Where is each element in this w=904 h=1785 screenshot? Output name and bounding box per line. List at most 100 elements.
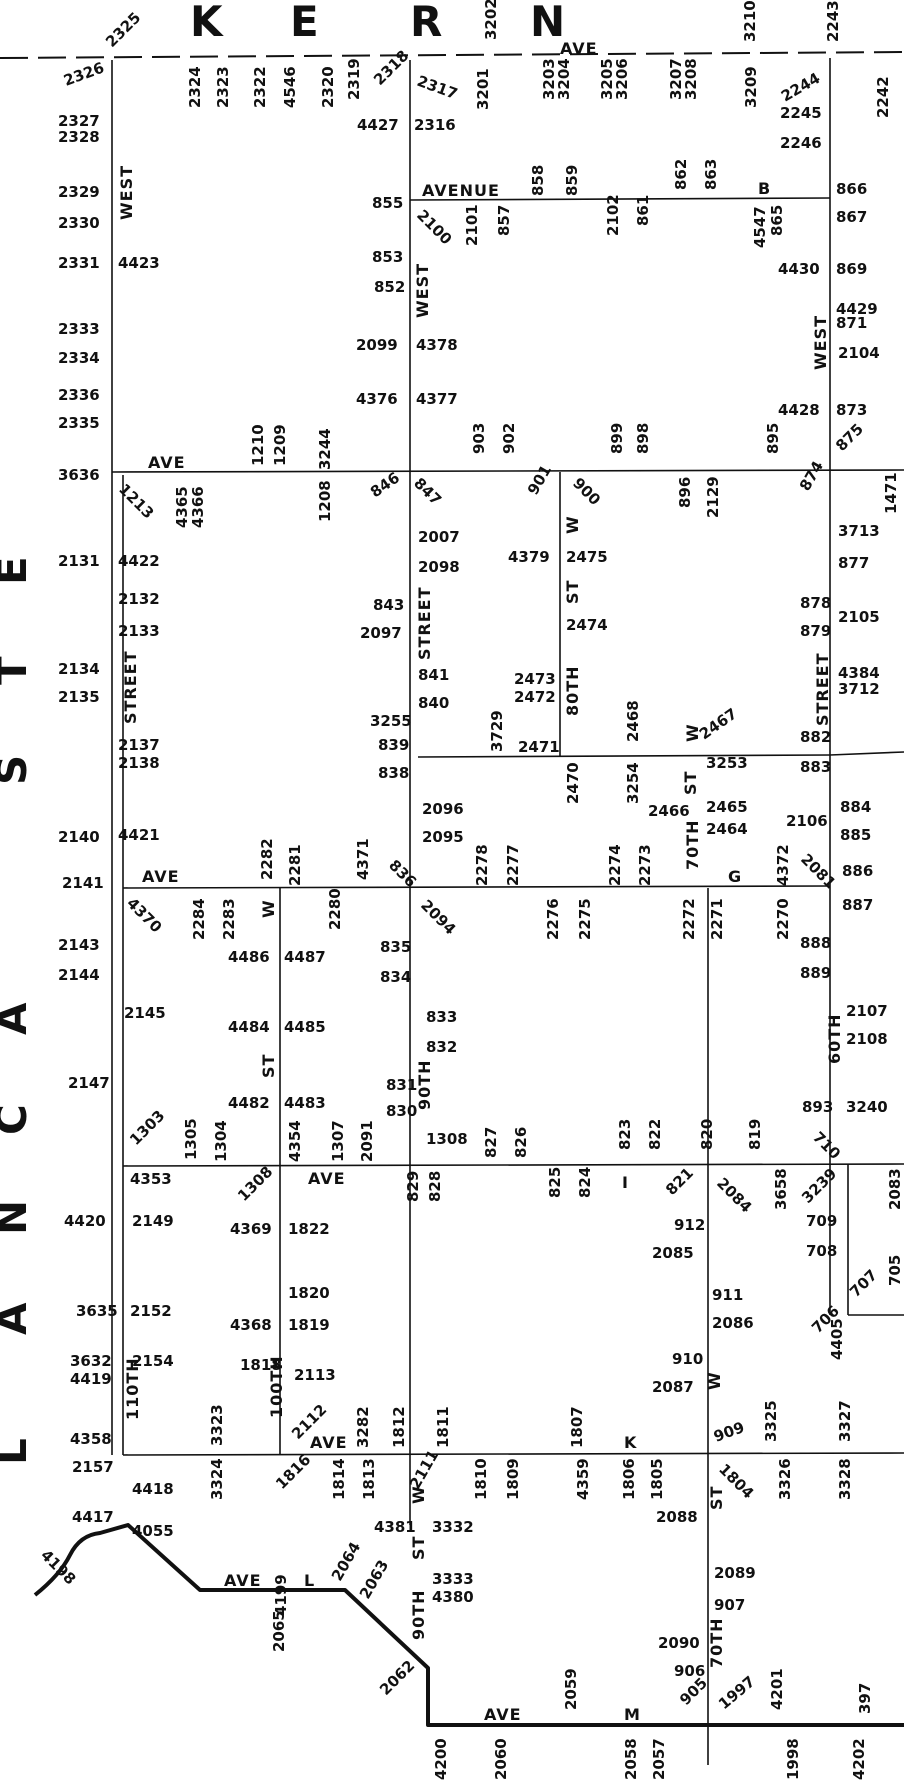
parcel-number: 2471 (518, 738, 560, 756)
ave-i-label: AVE (308, 1169, 346, 1188)
road-network (111, 58, 904, 1765)
parcel-number: 4358 (70, 1430, 112, 1448)
parcel-number: 2097 (360, 624, 402, 642)
100th-st-label: ST (259, 1054, 278, 1078)
parcel-number: 3282 (354, 1406, 372, 1448)
parcel-number: 705 (886, 1255, 904, 1286)
parcel-number: 3239 (798, 1165, 840, 1207)
parcel-number: 2465 (706, 798, 748, 816)
parcel-number: 1304 (212, 1120, 230, 1162)
parcel-number: 2473 (514, 670, 556, 688)
parcel-number: 893 (802, 1098, 833, 1116)
90th-w-label-2: W (409, 1485, 428, 1504)
parcel-number: 2106 (786, 812, 828, 830)
parcel-number: 4199 (272, 1574, 290, 1616)
parcel-number: 2135 (58, 688, 100, 706)
parcel-number: 3327 (836, 1400, 854, 1442)
parcel-number: 2246 (780, 134, 822, 152)
street-90-label: STREET (415, 586, 434, 660)
parcel-number: 2277 (504, 844, 522, 886)
parcel-number: 1308 (234, 1163, 276, 1205)
parcel-number: 3255 (370, 712, 412, 730)
parcel-number: 2320 (319, 66, 337, 108)
parcel-number: 4487 (284, 948, 326, 966)
parcel-number: 4486 (228, 948, 270, 966)
parcel-number: 4202 (850, 1738, 868, 1780)
parcel-number: 847 (410, 474, 445, 509)
parcel-number: 862 (672, 159, 690, 190)
parcel-number: 2324 (186, 66, 204, 108)
parcel-number: 836 (385, 856, 420, 891)
60th-label: 60TH (825, 1013, 844, 1064)
lancaster-letter-e: E (0, 556, 36, 585)
parcel-number: 2275 (576, 898, 594, 940)
parcel-number: 1818 (240, 1356, 282, 1374)
parcel-number: 857 (495, 205, 513, 236)
parcel-number: 828 (426, 1171, 444, 1202)
70th-st-label: ST (681, 771, 700, 795)
parcel-number: 4422 (118, 552, 160, 570)
70th-w-label-2: W (705, 1371, 724, 1390)
parcel-number: 2468 (624, 700, 642, 742)
parcel-number: 819 (746, 1119, 764, 1150)
parcel-number: 2133 (118, 622, 160, 640)
parcel-number: 2154 (132, 1352, 174, 1370)
parcel-number: 1820 (288, 1284, 330, 1302)
parcel-number: 1213 (115, 480, 157, 522)
parcel-number: 2274 (606, 844, 624, 886)
parcel-number: 2281 (286, 844, 304, 886)
80th-label: 80TH (563, 665, 582, 716)
80th-w-label: W (563, 515, 582, 534)
parcel-number: 2280 (326, 888, 344, 930)
parcel-number: 4482 (228, 1094, 270, 1112)
parcel-number: 2276 (544, 898, 562, 940)
parcel-number: 2282 (258, 838, 276, 880)
kern-letter-k: K (190, 0, 224, 46)
parcel-number: 2322 (251, 66, 269, 108)
parcel-number: 2131 (58, 552, 100, 570)
parcel-number: 2085 (652, 1244, 694, 1262)
parcel-number: 896 (676, 477, 694, 508)
110th-label: 110TH (123, 1357, 142, 1420)
parcel-number: 2466 (648, 802, 690, 820)
parcel-number: 2084 (713, 1174, 755, 1216)
parcel-number: 903 (470, 423, 488, 454)
parcel-number: 2144 (58, 966, 100, 984)
parcel-number: 2273 (636, 844, 654, 886)
parcel-number: 3203 (540, 58, 558, 100)
parcel-number: 2318 (370, 47, 412, 89)
parcel-number: 3658 (772, 1168, 790, 1210)
parcel-number: 2245 (780, 104, 822, 122)
parcel-number: 900 (569, 474, 604, 509)
parcel-number: 3328 (836, 1458, 854, 1500)
parcel-number: 1997 (715, 1672, 759, 1713)
parcel-number: 833 (426, 1008, 457, 1026)
parcel-number: 1303 (126, 1107, 168, 1149)
parcel-number: 2270 (774, 898, 792, 940)
parcel-number: 3207 (667, 58, 685, 100)
parcel-number: 3636 (58, 466, 100, 484)
parcel-number: 2107 (846, 1002, 888, 1020)
parcel-number: 1307 (329, 1120, 347, 1162)
parcel-number: 2091 (358, 1120, 376, 1162)
parcel-number: 2152 (130, 1302, 172, 1320)
parcel-number: 824 (576, 1167, 594, 1198)
parcel-number: 834 (380, 968, 411, 986)
parcel-number: 2129 (704, 476, 722, 518)
parcel-number: 877 (838, 554, 869, 572)
parcel-number: 855 (372, 194, 403, 212)
parcel-number: 2283 (220, 898, 238, 940)
70th-label-2: 70TH (707, 1617, 726, 1668)
parcel-number: 2325 (102, 9, 144, 51)
parcel-number: 2319 (345, 58, 363, 100)
parcel-number: 2113 (294, 1366, 336, 1384)
parcel-number: 885 (840, 826, 871, 844)
ave-k-letter: K (624, 1433, 637, 1452)
parcel-number: 882 (800, 728, 831, 746)
parcel-number: 825 (546, 1167, 564, 1198)
parcel-number: 2065 (270, 1610, 288, 1652)
parcel-number: 1806 (620, 1458, 638, 1500)
parcel-number: 3210 (741, 0, 759, 42)
